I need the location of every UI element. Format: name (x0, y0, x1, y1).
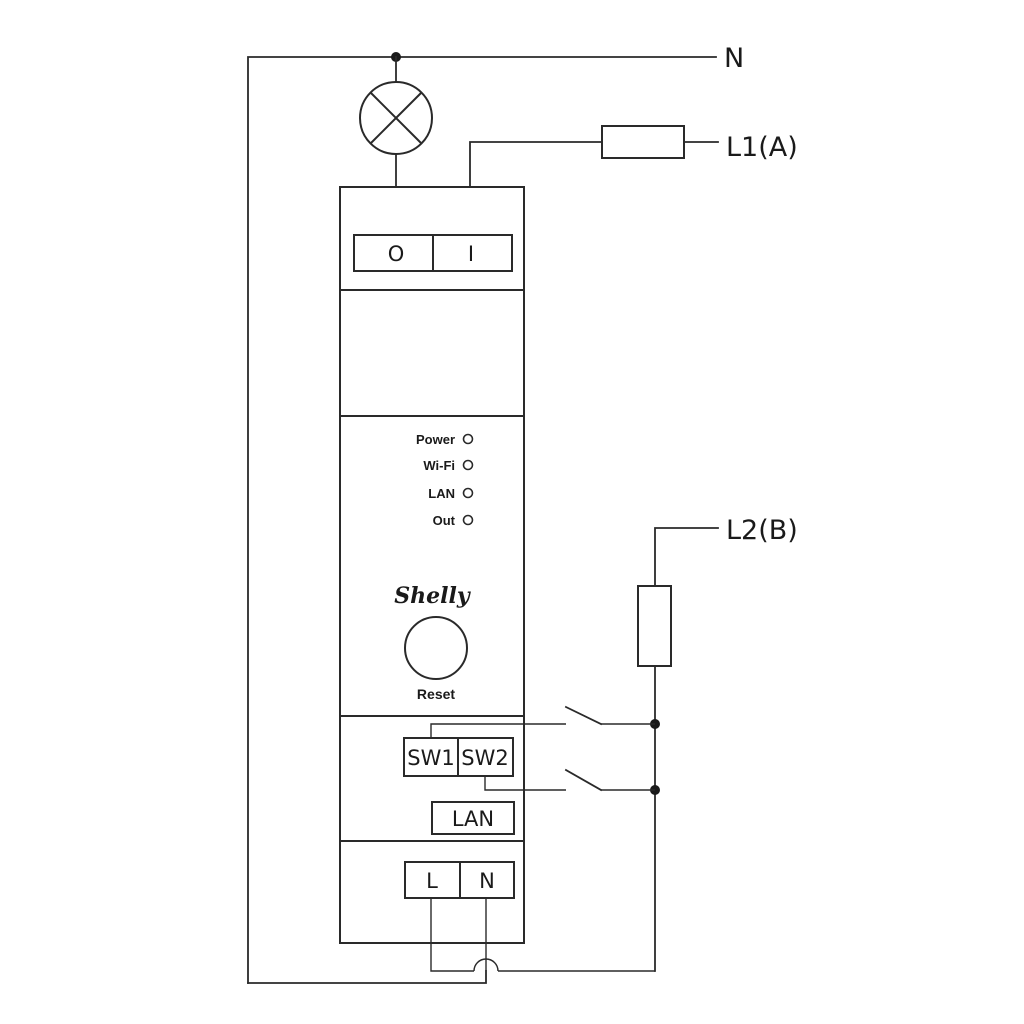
terminal-n-label: N (479, 869, 495, 893)
neutral-line-label: N (724, 43, 744, 74)
shelly-logo: Shelly (394, 583, 472, 609)
terminal-i (432, 234, 513, 272)
led-power-label: Power (416, 432, 455, 447)
terminal-n (459, 861, 515, 899)
l2-line (654, 527, 719, 587)
power-supply-wiring (430, 898, 655, 972)
l2-line-label: L2(B) (726, 515, 798, 546)
terminal-i-label: I (468, 242, 474, 266)
led-out-indicator (462, 514, 474, 526)
neutral-line (247, 56, 717, 984)
led-wifi-indicator (462, 459, 474, 471)
l2-fuse-icon (637, 585, 672, 667)
led-lan-indicator (462, 487, 474, 499)
lan-port (431, 801, 515, 835)
reset-button[interactable] (404, 616, 468, 680)
reset-button-label: Reset (417, 686, 455, 702)
terminal-o-label: O (388, 242, 405, 266)
l1-line-label: L1(A) (726, 132, 798, 163)
terminal-sw2 (457, 737, 514, 777)
terminal-sw1 (403, 737, 459, 777)
led-lan-label: LAN (428, 486, 455, 501)
lan-port-label: LAN (452, 807, 494, 831)
terminal-sw2-label: SW2 (461, 746, 508, 770)
device-upper-panel (339, 289, 525, 417)
switch-2 (484, 768, 655, 792)
switch-1 (430, 705, 655, 738)
l1-fuse-icon (601, 125, 685, 159)
led-power-indicator (462, 433, 474, 445)
terminal-l-label: L (426, 869, 438, 893)
led-out-label: Out (433, 513, 456, 528)
lamp-icon (359, 81, 433, 155)
terminal-sw1-label: SW1 (407, 746, 454, 770)
led-wifi-label: Wi-Fi (423, 458, 455, 473)
